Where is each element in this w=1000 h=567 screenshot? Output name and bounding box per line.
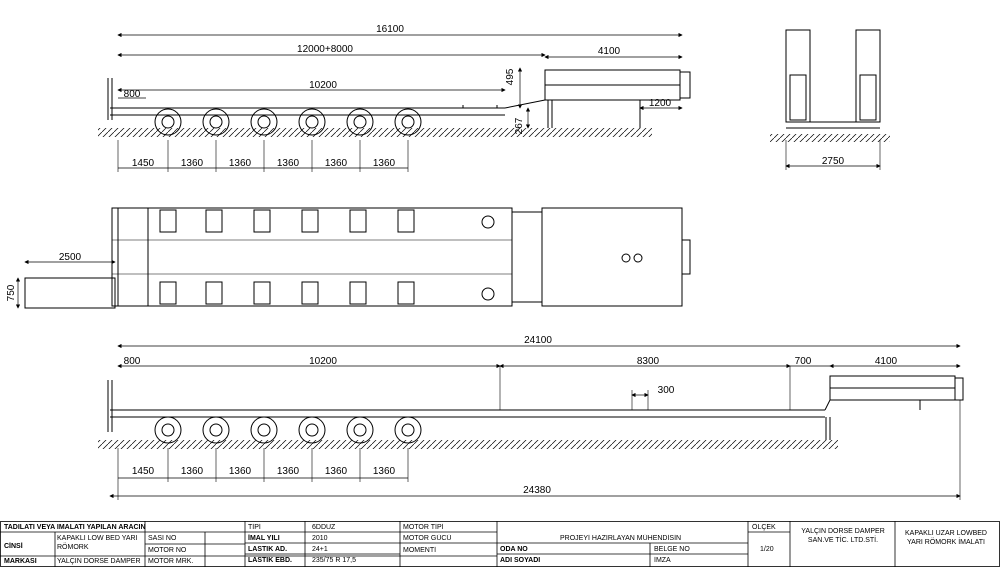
dim-ramp-width: 750 [6, 284, 17, 301]
dim-height2: 267 [514, 117, 525, 134]
tb-belge-no: BELGE NO [654, 546, 690, 553]
dim-axle-spacing: 1360 [277, 466, 300, 477]
dim-axle-spacing: 1360 [325, 466, 348, 477]
dim-front-overhang: 800 [124, 356, 141, 367]
dim-rear-width: 2750 [822, 156, 845, 167]
tb-momenti: MOMENTİ [403, 547, 437, 554]
dim-total: 16100 [376, 24, 404, 35]
tb-adi-soyadi: ADI SOYADI [500, 557, 541, 564]
tb-cinsi-label: CİNSİ [4, 543, 23, 550]
dim-gooseneck: 4100 [875, 356, 898, 367]
dim-axle-spacing: 1360 [229, 158, 252, 169]
tb-motor-tipi: MOTOR TİPİ [403, 524, 444, 531]
side-view-extended-labels: 24100 800 10200 8300 700 4100 300 1450 1… [124, 335, 898, 496]
tb-drawing-title: KAPAKLI UZAR LOWBED YARI RÖMORK İMALATI [905, 530, 987, 546]
dim-axle-spacing: 1360 [373, 466, 396, 477]
dim-axle-first: 1450 [132, 158, 155, 169]
dim-gooseneck: 4100 [598, 46, 621, 57]
dim-ramp-length: 2500 [59, 252, 82, 263]
tb-markasi-value: YALÇIN DORSE DAMPER [57, 558, 141, 565]
tb-lastik-ad-value: 24+1 [312, 546, 328, 553]
side-view-extended [98, 343, 964, 500]
dim-well: 10200 [309, 356, 337, 367]
tb-motor-mrk: MOTOR MRK. [148, 558, 194, 565]
tb-lastik-ebd-label: LASTIK EBD. [248, 557, 292, 564]
dim-axle-spacing: 1360 [181, 466, 204, 477]
title-block: TADILATI VEYA IMALATI YAPILAN ARACIN CİN… [0, 521, 1000, 567]
tb-tipi-label: TİPİ [248, 524, 261, 531]
tb-imza: İMZA [654, 557, 671, 564]
rear-view [770, 29, 890, 170]
side-view-retracted-labels: 16100 12000+8000 4100 10200 800 1200 495… [124, 24, 672, 169]
dim-extension: 8300 [637, 356, 660, 367]
tb-imal-yili-value: 2010 [312, 535, 328, 542]
tb-motor-no: MOTOR NO [148, 547, 187, 554]
tb-motor-gucu: MOTOR GÜCÜ [403, 535, 452, 542]
side-view-retracted [98, 32, 691, 172]
dim-axle-spacing: 1360 [373, 158, 396, 169]
plan-wheels [159, 209, 415, 305]
plan-view [15, 207, 691, 309]
dim-axle-spacing: 1360 [181, 158, 204, 169]
dim-axle-spacing: 1360 [229, 466, 252, 477]
dim-height1: 495 [505, 68, 516, 85]
tb-tipi-value: 6DDUZ [312, 524, 336, 531]
ground-hatch [98, 128, 652, 137]
wheels-top [154, 108, 422, 136]
tb-oda-no: ODA NO [500, 546, 528, 553]
tb-imal-yili-label: İMAL YILI [248, 535, 280, 542]
tb-sasi-no: SASI NO [148, 535, 177, 542]
dim-ext-gap: 300 [658, 385, 675, 396]
tb-olcek-value: 1/20 [760, 546, 774, 553]
dim-kingpin: 1200 [649, 98, 672, 109]
dim-total: 24100 [524, 335, 552, 346]
tb-lastik-ebd-value: 235/75 R 17,5 [312, 557, 356, 564]
tb-cinsi-value: KAPAKLI LOW BED YARI RÖMORK [57, 535, 138, 551]
technical-drawing: 16100 12000+8000 4100 10200 800 1200 495… [6, 24, 964, 500]
tb-engineer-header: PROJEYİ HAZIRLAYAN MÜHENDİSİN [560, 535, 682, 542]
dim-axle-first: 1450 [132, 466, 155, 477]
dim-well: 10200 [309, 80, 337, 91]
tb-company: YALÇIN DORSE DAMPER SAN.VE TİC. LTD.STİ. [801, 528, 885, 544]
tb-lastik-ad-label: LASTIK AD. [248, 546, 288, 553]
tb-markasi-label: MARKASI [4, 558, 37, 565]
dim-overall: 24380 [523, 485, 551, 496]
tb-header: TADILATI VEYA IMALATI YAPILAN ARACIN [4, 524, 146, 531]
dim-axle-spacing: 1360 [277, 158, 300, 169]
wheels-bottom [154, 416, 422, 444]
dim-front-overhang: 800 [124, 89, 141, 100]
tb-olcek-label: ÖLÇEK [752, 524, 776, 531]
dim-axle-spacing: 1360 [325, 158, 348, 169]
dim-deck: 12000+8000 [297, 44, 353, 55]
dim-neck: 700 [795, 356, 812, 367]
